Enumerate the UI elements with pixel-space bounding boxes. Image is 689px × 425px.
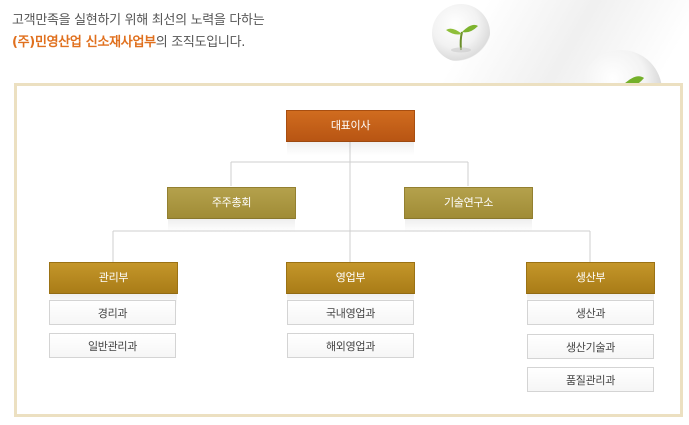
intro-line-2-suffix: 의 조직도입니다. bbox=[155, 35, 246, 50]
ceo-node: 대표이사 bbox=[286, 110, 415, 155]
dept-admin-node: 관리부 bbox=[49, 262, 178, 307]
dept-production-node: 생산부 bbox=[526, 262, 655, 307]
company-name: (주)민영산업 신소재사업부 bbox=[12, 35, 156, 50]
sprout-small-icon bbox=[432, 4, 490, 62]
team-domestic-sales: 국내영업과 bbox=[287, 300, 414, 325]
dept-sales-node: 영업부 bbox=[286, 262, 415, 307]
intro-text: 고객만족을 실현하기 위해 최선의 노력을 다하는 (주)민영산업 신소재사업부… bbox=[12, 10, 265, 54]
intro-line-2: (주)민영산업 신소재사업부의 조직도입니다. bbox=[12, 32, 264, 54]
intro-line-1: 고객만족을 실현하기 위해 최선의 노력을 다하는 bbox=[12, 13, 265, 28]
team-accounting: 경리과 bbox=[49, 300, 176, 325]
team-production-tech: 생산기술과 bbox=[527, 334, 654, 359]
team-production: 생산과 bbox=[527, 300, 654, 325]
rnd-node: 기술연구소 bbox=[404, 187, 533, 232]
shareholders-node: 주주총회 bbox=[167, 187, 296, 232]
team-overseas-sales: 해외영업과 bbox=[287, 333, 414, 358]
team-quality-control: 품질관리과 bbox=[527, 367, 654, 392]
team-general-admin: 일반관리과 bbox=[49, 333, 176, 358]
